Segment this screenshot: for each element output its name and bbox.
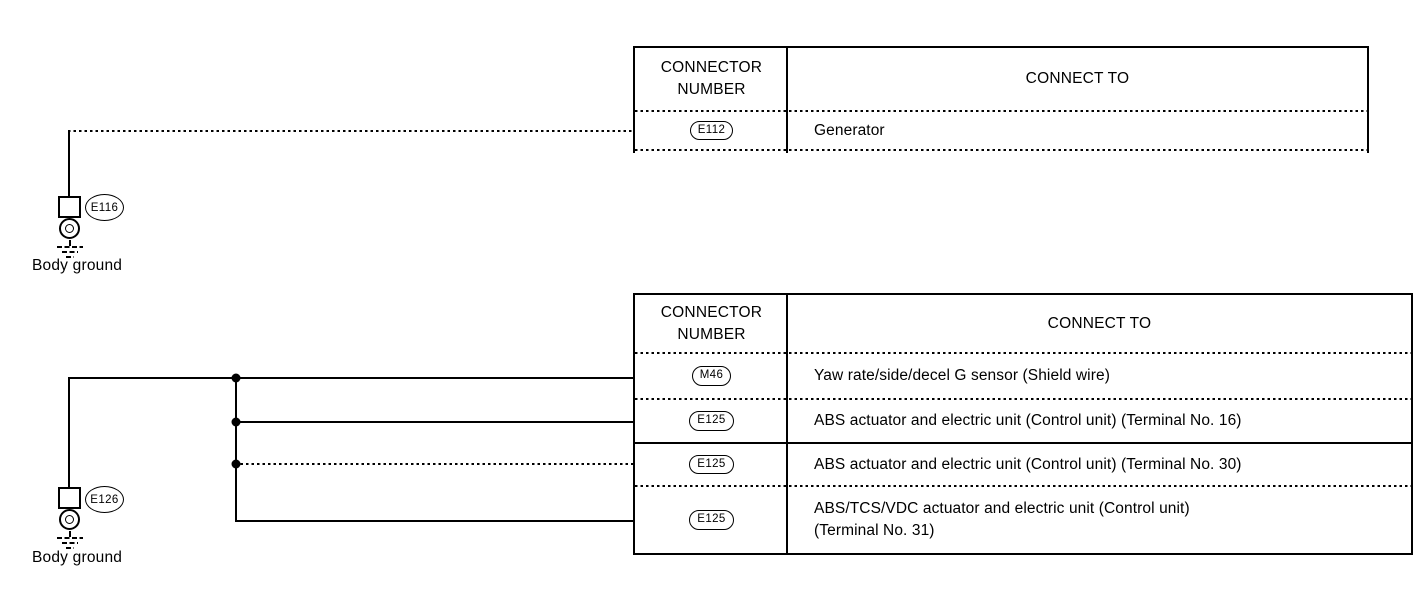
connector-badge: E125 xyxy=(689,454,734,475)
body-ground-label: Body ground xyxy=(32,549,123,566)
wire-e116-drop xyxy=(68,130,70,196)
ground-stem xyxy=(68,531,71,537)
connect-to-text: ABS actuator and electric unit (Control … xyxy=(814,412,1242,429)
table-row: E125 ABS actuator and electric unit (Con… xyxy=(635,400,1411,442)
ground-eyelet-icon xyxy=(58,509,80,530)
connect-to-text: ABS actuator and electric unit (Control … xyxy=(814,455,1242,473)
row-divider xyxy=(635,485,1411,487)
connector-table-abs: CONNECTOR NUMBER CONNECT TO M46 Yaw rate… xyxy=(633,293,1413,555)
wire-e125-terminal31 xyxy=(235,520,633,522)
ground-connector-box-icon xyxy=(58,196,81,218)
header-connector-number: CONNECTOR NUMBER xyxy=(635,295,788,352)
table-bottom-border xyxy=(635,149,1367,151)
body-ground-label: Body ground xyxy=(32,257,123,274)
wire-e125-terminal30-shield xyxy=(235,463,633,465)
header-text: NUMBER xyxy=(677,325,746,343)
table-row: M46 Yaw rate/side/decel G sensor (Shield… xyxy=(635,354,1411,398)
header-text: CONNECTOR xyxy=(660,59,763,76)
ground-connector-box-icon xyxy=(58,487,81,509)
column-divider xyxy=(786,295,788,553)
earth-ground-icon xyxy=(61,542,78,544)
table-row: E125 ABS actuator and electric unit (Con… xyxy=(635,444,1411,485)
header-connect-to: CONNECT TO xyxy=(788,48,1367,110)
connector-badge: M46 xyxy=(691,366,732,386)
row-divider xyxy=(635,398,1411,400)
wire-m46 xyxy=(68,377,633,379)
connector-badge: E125 xyxy=(689,411,734,431)
connector-table-generator: CONNECTOR NUMBER CONNECT TO E112 Generat… xyxy=(633,46,1369,153)
row-divider xyxy=(635,352,1411,354)
connector-label-text: E116 xyxy=(90,201,119,214)
row-divider xyxy=(635,442,1411,444)
header-connect-to: CONNECT TO xyxy=(788,295,1411,352)
header-connector-number: CONNECTOR NUMBER xyxy=(635,48,788,110)
table-header-row: CONNECTOR NUMBER CONNECT TO xyxy=(635,48,1367,110)
ground-eyelet-icon xyxy=(58,218,80,239)
connector-badge: E112 xyxy=(689,120,734,141)
header-text: CONNECT TO xyxy=(1025,70,1130,87)
column-divider xyxy=(786,48,788,153)
connect-to-text-line2: (Terminal No. 31) xyxy=(814,522,935,539)
header-text: CONNECT TO xyxy=(1047,314,1152,332)
wire-e126-drop xyxy=(68,377,70,487)
junction-dot xyxy=(231,459,241,469)
junction-dot xyxy=(231,373,241,383)
wire-e125-terminal16 xyxy=(235,421,633,423)
earth-ground-icon xyxy=(65,256,74,258)
earth-ground-icon xyxy=(65,547,74,549)
earth-ground-icon xyxy=(61,251,78,253)
junction-dot xyxy=(231,417,241,427)
table-row: E112 Generator xyxy=(635,112,1367,149)
connector-label-e126: E126 xyxy=(85,486,124,513)
row-divider xyxy=(635,110,1367,112)
earth-ground-icon xyxy=(56,537,83,539)
wire-e112-shield xyxy=(68,130,633,132)
connect-to-text: Generator xyxy=(814,121,885,139)
earth-ground-icon xyxy=(56,246,83,248)
ground-stem xyxy=(68,240,71,246)
connector-badge: E125 xyxy=(689,510,734,530)
table-row: E125 ABS/TCS/VDC actuator and electric u… xyxy=(635,487,1411,553)
connect-to-text-line1: ABS/TCS/VDC actuator and electric unit (… xyxy=(814,500,1190,517)
header-text: NUMBER xyxy=(677,81,746,98)
connector-label-text: E126 xyxy=(90,493,119,506)
wire-junction-bus xyxy=(235,377,237,522)
connect-to-text: Yaw rate/side/decel G sensor (Shield wir… xyxy=(814,367,1110,384)
header-text: CONNECTOR xyxy=(660,303,763,321)
connector-label-e116: E116 xyxy=(85,194,124,221)
table-header-row: CONNECTOR NUMBER CONNECT TO xyxy=(635,295,1411,352)
